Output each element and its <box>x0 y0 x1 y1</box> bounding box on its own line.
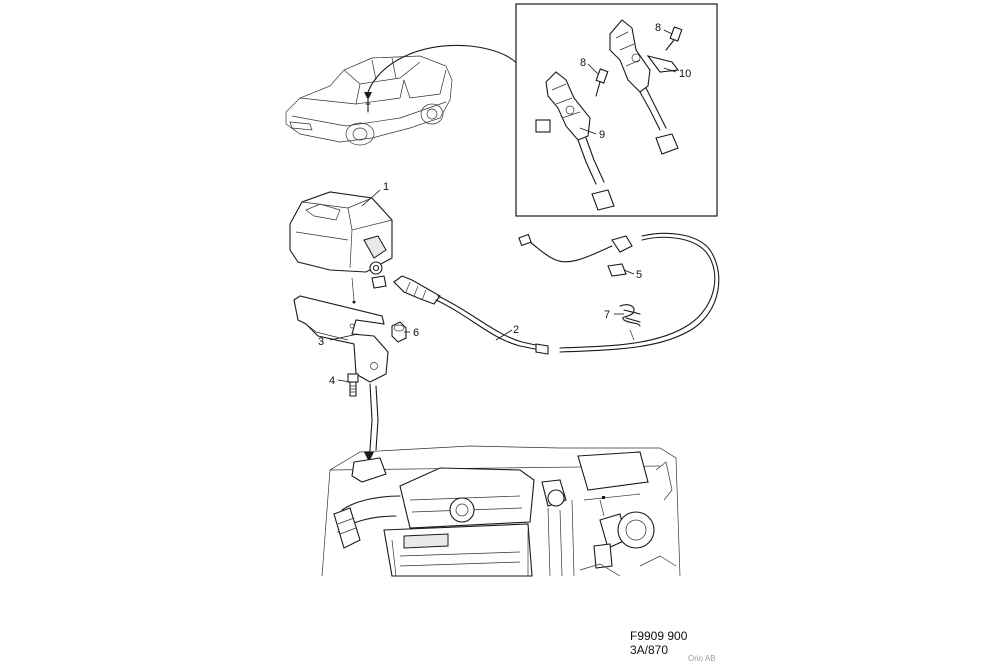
figure-code: F9909 900 <box>630 629 688 643</box>
callout-3: 3 <box>318 336 324 348</box>
callout-2: 2 <box>513 324 519 336</box>
nut <box>391 321 407 343</box>
copyright-text: Orio AB <box>688 654 716 663</box>
control-cable <box>393 232 720 355</box>
cruise-control-module <box>289 191 393 304</box>
mounting-bracket <box>293 295 389 383</box>
callout-7: 7 <box>604 309 610 321</box>
callout-6: 6 <box>413 327 419 339</box>
callout-1: 1 <box>383 181 389 193</box>
engine-bay <box>321 445 681 577</box>
callout-4: 4 <box>329 375 335 387</box>
callout-8-clutch-switch: 8 <box>655 22 661 34</box>
reference-code: 3A/870 <box>630 643 669 657</box>
callout-5: 5 <box>636 269 642 281</box>
car-to-pedal-leader <box>367 44 523 93</box>
pedal-inset <box>515 3 718 217</box>
callout-8-brake-switch: 8 <box>580 57 586 69</box>
callout-10: 10 <box>679 68 691 80</box>
bolt <box>347 373 359 397</box>
car-illustration <box>285 55 453 146</box>
bracket-to-engine-leader-2 <box>375 385 379 451</box>
callout-9: 9 <box>599 129 605 141</box>
callout-leaders <box>329 29 677 383</box>
bracket-to-engine-leader <box>367 383 373 459</box>
